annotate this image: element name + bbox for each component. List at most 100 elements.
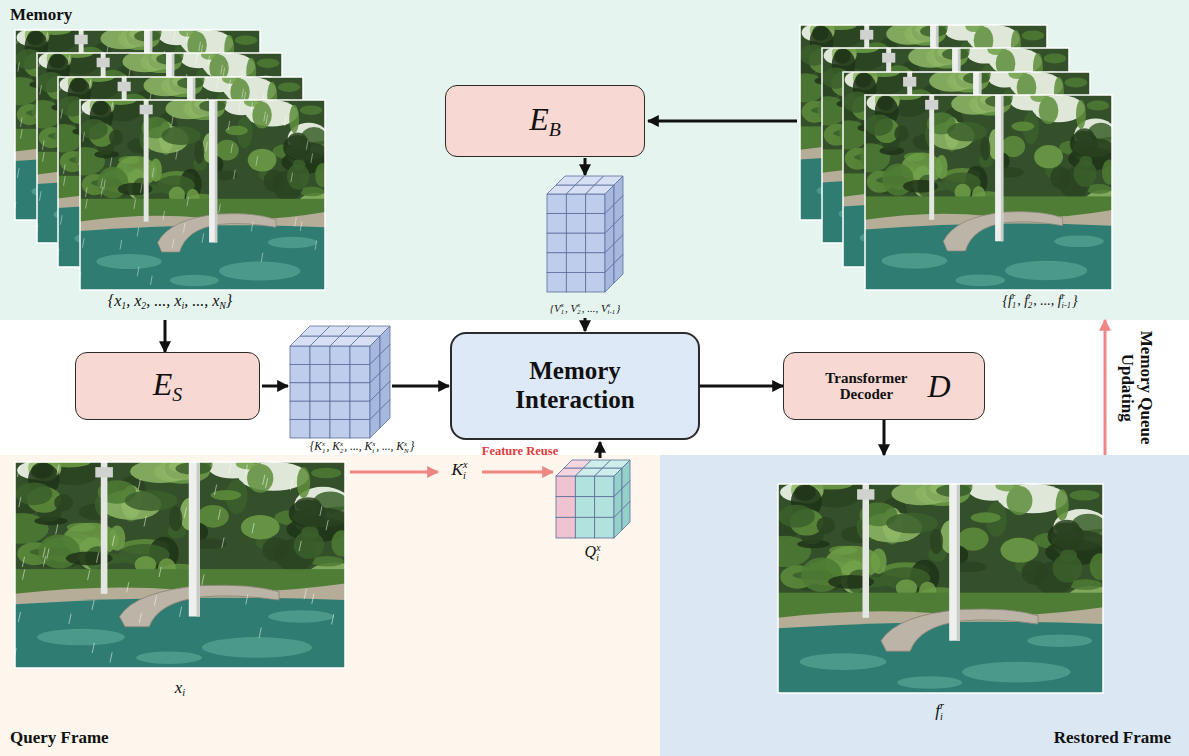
flow-arrow [482, 471, 553, 474]
set-label: , [582, 302, 588, 314]
tensor-cube [310, 420, 330, 438]
scene-photo [234, 170, 236, 180]
scene-photo [88, 570, 90, 580]
tensor-cube [566, 233, 585, 253]
set-label: V [601, 302, 608, 314]
scene-photo [221, 65, 223, 75]
scene-photo [140, 183, 142, 193]
set-label: , [376, 440, 382, 452]
tensor-cube [595, 517, 614, 538]
set-label: 2r [1028, 293, 1032, 311]
set-label: x [134, 292, 141, 309]
band-ground [660, 455, 1189, 756]
scene-photo [903, 77, 916, 87]
scene-photo [43, 556, 45, 566]
encoder-symbol: ES [153, 366, 182, 406]
frame-symbol: ir [940, 701, 944, 722]
scene-photo [860, 30, 873, 40]
set-label: 2 [340, 447, 343, 454]
scene-photo [312, 594, 314, 604]
scene-photo [304, 589, 306, 599]
tensor-cube [547, 233, 566, 253]
scene-photo [154, 596, 156, 606]
frame-symbol: f [935, 701, 940, 720]
scene-photo [209, 100, 217, 243]
scene-photo [19, 497, 21, 507]
scene-photo [293, 508, 345, 528]
module-title: Transformer Decoder [817, 370, 915, 403]
tensor-cube [566, 253, 585, 273]
scene-photo [320, 506, 322, 516]
tensor-cube [547, 253, 566, 273]
scene-photo [197, 462, 200, 617]
band-title: Restored Frame [1054, 728, 1171, 748]
set-label: } [616, 302, 620, 314]
scene-photo [300, 221, 302, 231]
scene-photo [1001, 95, 1003, 241]
scene-photo [92, 643, 94, 653]
tensor-cube [586, 194, 605, 214]
flow-connector [1104, 320, 1107, 455]
scene-photo [1027, 634, 1092, 647]
set-label: 2 [1028, 302, 1032, 311]
scene-photo [202, 574, 204, 584]
scene-photo [20, 117, 22, 127]
tensor-cube [556, 460, 630, 538]
set-label-holder: {V1x, V2x, ..., Vi-1x} [550, 302, 621, 316]
set-label: 1x [322, 440, 325, 455]
scene-photo [199, 42, 201, 52]
tensor-cube [350, 346, 370, 364]
scene-photo [101, 187, 103, 197]
region-band: Restored Frame [660, 455, 1189, 756]
tensor-cube [556, 476, 575, 497]
tensor-cube [586, 233, 605, 253]
flow-arrow [350, 471, 438, 474]
scene-photo [208, 56, 210, 66]
flow-connector [164, 320, 167, 352]
tensor-cube [350, 383, 370, 401]
set-label: { [1002, 293, 1008, 308]
set-label: i-1 [608, 309, 615, 316]
band-title: Memory [10, 5, 72, 25]
set-label: 1 [1012, 302, 1016, 311]
set-label: x [340, 440, 343, 447]
scene-photo [222, 538, 224, 548]
query-frame-photo [0, 451, 370, 668]
tensor-cube [330, 346, 350, 364]
band-ground [0, 0, 1189, 320]
scene-photo [223, 68, 225, 78]
scene-photo [80, 100, 325, 290]
encoder-symbol: S [172, 383, 182, 405]
flow-arrow [599, 442, 602, 458]
set-label: f [1008, 293, 1012, 308]
scene-photo [43, 152, 45, 162]
scene-photo [248, 149, 277, 172]
photo-frame [15, 462, 345, 668]
scene-photo [229, 80, 231, 90]
scene-photo [89, 79, 91, 89]
scene-photo [217, 78, 219, 88]
scene-photo [15, 462, 345, 668]
scene-photo [170, 275, 219, 286]
scene-photo [96, 552, 98, 562]
scene-photo [235, 35, 257, 45]
tensor-cube [566, 272, 585, 292]
scene-photo [257, 58, 279, 68]
frame-symbol: i [940, 712, 944, 723]
scene-photo [290, 480, 292, 490]
scene-photo [332, 614, 334, 624]
scene-photo [1044, 54, 1067, 64]
flow-arrow [648, 120, 797, 123]
scene-photo [134, 199, 136, 209]
scene-photo [15, 598, 345, 668]
set-label: , [391, 440, 397, 452]
scene-photo [127, 582, 129, 592]
scene-photo [139, 613, 141, 623]
scene-photo [138, 479, 140, 489]
set-label: , [359, 440, 365, 452]
set-label: N [404, 447, 409, 454]
set-label: , [204, 292, 212, 309]
scene-photo [215, 100, 217, 243]
scene-photo [296, 497, 321, 512]
scene-photo [125, 490, 178, 511]
